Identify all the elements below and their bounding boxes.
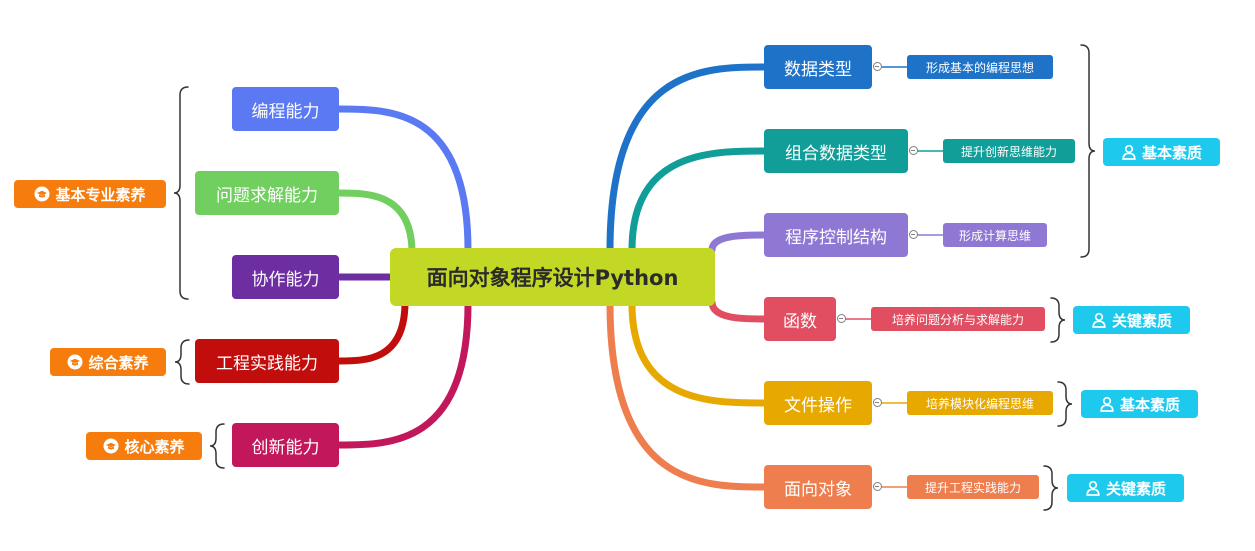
brace	[1043, 465, 1059, 511]
tag-key-quality[interactable]: 关键素质	[1067, 474, 1184, 502]
brace	[209, 423, 225, 469]
branch-connector	[335, 300, 472, 449]
person-icon	[1091, 312, 1107, 328]
subtopic-basic-programming-thinking[interactable]: 形成基本的编程思想	[907, 55, 1053, 79]
branch-collaboration-ability[interactable]: 协作能力	[232, 255, 339, 299]
collapse-toggle-icon[interactable]	[909, 230, 918, 239]
branch-functions[interactable]: 函数	[764, 297, 836, 341]
subtopic-modular-thinking[interactable]: 培养模块化编程思维	[907, 391, 1053, 415]
graduation-cap-icon	[67, 354, 83, 370]
collapse-toggle-icon[interactable]	[837, 314, 846, 323]
branch-connector	[606, 63, 768, 254]
branch-connector	[335, 105, 472, 254]
tag-label: 综合素养	[88, 353, 149, 372]
subtopic-problem-analysis[interactable]: 培养问题分析与求解能力	[871, 307, 1045, 331]
person-icon	[1085, 480, 1101, 496]
tag-key-quality[interactable]: 关键素质	[1073, 306, 1190, 334]
branch-connector	[708, 231, 768, 254]
person-icon	[1121, 144, 1137, 160]
tag-label: 关键素质	[1111, 311, 1172, 330]
tag-label: 基本专业素养	[55, 185, 146, 204]
tag-comprehensive-literacy[interactable]: 综合素养	[50, 348, 166, 376]
tag-basic-quality[interactable]: 基本素质	[1081, 390, 1198, 418]
branch-engineering-practice-ability[interactable]: 工程实践能力	[195, 339, 339, 383]
person-icon	[1099, 396, 1115, 412]
subtopic-computational-thinking[interactable]: 形成计算思维	[943, 223, 1047, 247]
tag-label: 核心素养	[124, 437, 185, 456]
branch-innovation-ability[interactable]: 创新能力	[232, 423, 339, 467]
brace	[1050, 297, 1066, 343]
branch-file-operations[interactable]: 文件操作	[764, 381, 872, 425]
tag-core-literacy[interactable]: 核心素养	[86, 432, 202, 460]
subtopic-engineering-practice[interactable]: 提升工程实践能力	[907, 475, 1039, 499]
tag-basic-professional-literacy[interactable]: 基本专业素养	[14, 180, 166, 208]
graduation-cap-icon	[34, 186, 50, 202]
branch-program-control-structure[interactable]: 程序控制结构	[764, 213, 908, 257]
collapse-toggle-icon[interactable]	[873, 62, 882, 71]
brace	[1080, 44, 1096, 258]
subtopic-innovative-thinking[interactable]: 提升创新思维能力	[943, 139, 1075, 163]
branch-data-types[interactable]: 数据类型	[764, 45, 872, 89]
branch-compound-data-types[interactable]: 组合数据类型	[764, 129, 908, 173]
tag-basic-quality[interactable]: 基本素质	[1103, 138, 1220, 166]
graduation-cap-icon	[103, 438, 119, 454]
branch-connector	[628, 147, 768, 254]
branch-programming-ability[interactable]: 编程能力	[232, 87, 339, 131]
branch-connector	[708, 298, 768, 323]
tag-label: 基本素质	[1141, 143, 1202, 162]
branch-connector	[335, 298, 409, 365]
central-topic[interactable]: 面向对象程序设计Python	[390, 248, 715, 306]
branch-problem-solving-ability[interactable]: 问题求解能力	[195, 171, 339, 215]
brace	[173, 86, 189, 300]
branch-connector	[628, 300, 768, 407]
brace	[1057, 381, 1073, 427]
branch-connector	[335, 189, 416, 257]
collapse-toggle-icon[interactable]	[873, 482, 882, 491]
tag-label: 关键素质	[1105, 479, 1166, 498]
branch-connector	[606, 300, 768, 491]
tag-label: 基本素质	[1119, 395, 1180, 414]
collapse-toggle-icon[interactable]	[909, 146, 918, 155]
branch-object-oriented[interactable]: 面向对象	[764, 465, 872, 509]
collapse-toggle-icon[interactable]	[873, 398, 882, 407]
brace	[174, 339, 190, 385]
